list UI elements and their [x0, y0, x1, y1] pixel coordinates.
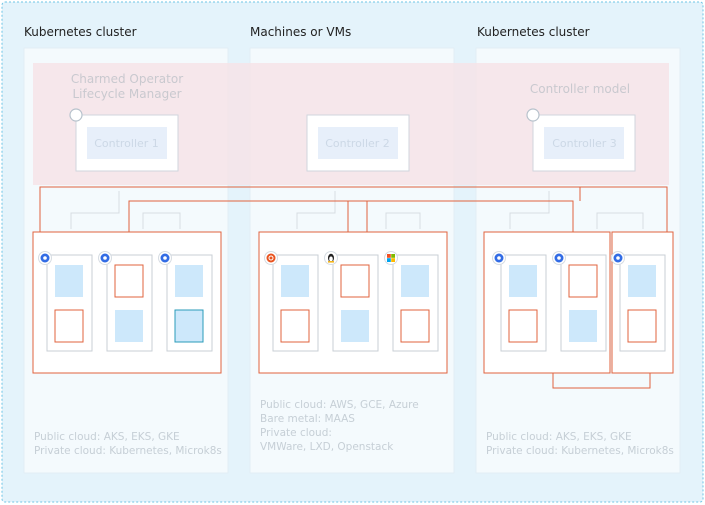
unit-block: [115, 310, 143, 342]
controller-inner: [87, 127, 167, 159]
controller-link: [128, 200, 574, 232]
icon-feet: [328, 261, 334, 263]
footer-line: Private cloud: Kubernetes, Microk8s: [486, 445, 674, 457]
footer-line: Public cloud: AKS, EKS, GKE: [34, 431, 180, 443]
machine-card: [492, 251, 547, 352]
controller-1-label: Controller 1: [94, 137, 159, 150]
icon-belly: [329, 256, 333, 262]
link-line: [385, 212, 421, 229]
footer-column-2: Public cloud: AWS, GCE, Azure Bare metal…: [260, 398, 419, 454]
unit-block: [55, 265, 83, 297]
column-title-1: Kubernetes cluster: [24, 25, 137, 39]
machine-card: [611, 251, 666, 352]
overlay-label-controller-model: Controller model: [529, 82, 631, 96]
overlay-label-operator-lifecycle: Charmed Operator Lifecycle Manager: [70, 72, 184, 101]
unit-block: [627, 309, 657, 343]
windows-icon: [384, 251, 398, 265]
machine-card: [384, 251, 439, 352]
controller-box: [75, 114, 179, 172]
kubernetes-icon: [38, 251, 52, 265]
footer-line: Private cloud: Kubernetes, Microk8s: [34, 445, 222, 457]
connection-dot: [69, 108, 83, 122]
icon-hub: [43, 256, 47, 260]
controller-box: [306, 114, 410, 172]
machine-card: [38, 251, 93, 352]
kubernetes-icon: [492, 251, 506, 265]
group-bracket: [552, 373, 651, 389]
icon-pane-blue: [387, 258, 391, 262]
machine-card: [98, 251, 153, 352]
controller-link: [39, 186, 668, 232]
linux-tux-icon: [324, 251, 338, 265]
unit-block: [114, 264, 144, 298]
icon-hub: [163, 256, 167, 260]
machine-card: [158, 251, 213, 352]
icon-pane-red: [387, 254, 391, 258]
icon-hub: [557, 256, 561, 260]
unit-block: [628, 265, 656, 297]
footer-column-1: Public cloud: AKS, EKS, GKE Private clou…: [34, 430, 222, 458]
controller-inner: [318, 127, 398, 159]
unit-block: [175, 265, 203, 297]
machine-card: [324, 251, 379, 352]
unit-block: [568, 264, 598, 298]
connection-dot: [526, 108, 540, 122]
column-title-2: Machines or VMs: [250, 25, 352, 39]
machine-card: [552, 251, 607, 352]
controller-2-label: Controller 2: [325, 137, 390, 150]
kubernetes-icon: [611, 251, 625, 265]
footer-line: Public cloud: AKS, EKS, GKE: [486, 431, 632, 443]
unit-block: [509, 265, 537, 297]
unit-block: [280, 309, 310, 343]
kubernetes-icon: [552, 251, 566, 265]
unit-block: [340, 264, 370, 298]
unit-block: [341, 310, 369, 342]
icon-bg: [384, 251, 398, 265]
kubernetes-icon: [98, 251, 112, 265]
unit-block: [401, 265, 429, 297]
unit-block: [174, 309, 204, 343]
link-line: [596, 212, 644, 229]
unit-block: [54, 309, 84, 343]
footer-column-3: Public cloud: AKS, EKS, GKE Private clou…: [486, 430, 674, 458]
link-line: [509, 191, 550, 229]
icon-pane-yellow: [391, 258, 395, 262]
link-line: [296, 191, 336, 229]
icon-pane-green: [391, 254, 395, 258]
footer-line: Public cloud: AWS, GCE, Azure: [260, 399, 419, 411]
unit-block: [569, 310, 597, 342]
unit-block: [508, 309, 538, 343]
controller-inner: [544, 127, 624, 159]
kubernetes-icon: [158, 251, 172, 265]
controller-box: [532, 114, 636, 172]
controller-3-label: Controller 3: [552, 137, 617, 150]
link-line: [70, 191, 120, 229]
column-title-3: Kubernetes cluster: [477, 25, 590, 39]
footer-line: Private cloud:: [260, 427, 332, 439]
controller-link: [366, 200, 573, 232]
icon-hub: [616, 256, 620, 260]
unit-block: [400, 309, 430, 343]
icon-hub: [497, 256, 501, 260]
link-line: [142, 212, 181, 229]
footer-line: VMWare, LXD, Openstack: [260, 441, 394, 453]
icon-ring: [268, 255, 274, 261]
footer-line: Bare metal: MAAS: [260, 413, 355, 425]
icon-hub: [103, 256, 107, 260]
icon-disc: [266, 253, 276, 263]
unit-block: [281, 265, 309, 297]
machine-card: [264, 251, 319, 352]
ubuntu-icon: [264, 251, 278, 265]
